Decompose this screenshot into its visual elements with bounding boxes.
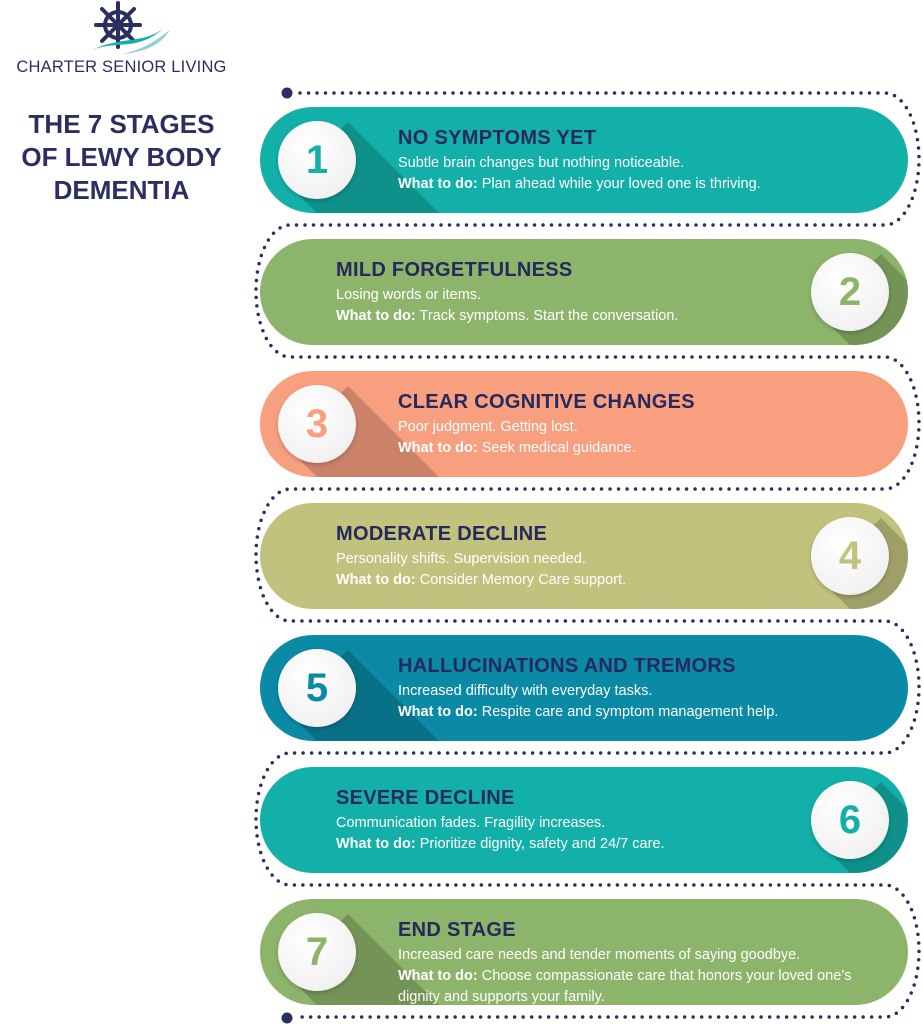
stage-heading: HALLUCINATIONS AND TREMORS xyxy=(398,655,736,677)
stage-action-text: Choose compassionate care that honors yo… xyxy=(398,968,852,1005)
stage-heading: NO SYMPTOMS YET xyxy=(398,127,597,149)
stage-action-text: Consider Memory Care support. xyxy=(419,572,627,588)
what-to-do-label: What to do: xyxy=(398,968,478,984)
stage-card-7: 7 END STAGE Increased care needs and tende… xyxy=(260,899,908,1005)
what-to-do-label: What to do: xyxy=(336,836,416,852)
stage-description: Increased care needs and tender moments … xyxy=(398,947,801,963)
stage-description: Increased difficulty with everyday tasks… xyxy=(398,683,653,699)
stage-text: SEVERE DECLINE Communication fades. Fragi… xyxy=(336,787,665,855)
stage-number-badge: 6 xyxy=(811,781,889,859)
stage-action-text: Plan ahead while your loved one is thriv… xyxy=(481,176,761,192)
stage-action-text: Prioritize dignity, safety and 24/7 care… xyxy=(419,836,665,852)
stage-text: MODERATE DECLINE Personality shifts. Supe… xyxy=(336,523,626,591)
what-to-do-label: What to do: xyxy=(336,572,416,588)
stage-action: What to do: Seek medical guidance. xyxy=(398,438,695,459)
ship-wheel-logo-icon xyxy=(92,1,170,54)
stage-number-badge: 4 xyxy=(811,517,889,595)
stage-description: Personality shifts. Supervision needed. xyxy=(336,551,586,567)
what-to-do-label: What to do: xyxy=(398,176,478,192)
stage-description: Losing words or items. xyxy=(336,287,482,303)
stage-heading: END STAGE xyxy=(398,919,516,941)
stage-heading: CLEAR COGNITIVE CHANGES xyxy=(398,391,695,413)
title-line: DEMENTIA xyxy=(53,175,190,205)
connector-end-dot xyxy=(281,87,293,99)
what-to-do-label: What to do: xyxy=(398,704,478,720)
stage-card-3: 3 CLEAR COGNITIVE CHANGES Poor judgment. G… xyxy=(260,371,908,477)
stage-card-1: 1 NO SYMPTOMS YET Subtle brain changes but… xyxy=(260,107,908,213)
stage-number-badge: 1 xyxy=(278,121,356,199)
stage-card-4: 4 MODERATE DECLINE Personality shifts. Sup… xyxy=(260,503,908,609)
stage-card-6: 6 SEVERE DECLINE Communication fades. Frag… xyxy=(260,767,908,873)
page-title: THE 7 STAGES OF LEWY BODY DEMENTIA xyxy=(0,108,243,207)
stage-heading: SEVERE DECLINE xyxy=(336,787,515,809)
stage-number-badge: 2 xyxy=(811,253,889,331)
stage-action: What to do: Choose compassionate care th… xyxy=(398,966,888,1005)
stage-action-text: Seek medical guidance. xyxy=(481,440,636,456)
stage-action-text: Respite care and symptom management help… xyxy=(481,704,779,720)
stage-text: NO SYMPTOMS YET Subtle brain changes but … xyxy=(398,127,761,195)
connector-end-dot xyxy=(281,1012,293,1024)
stage-action: What to do: Prioritize dignity, safety a… xyxy=(336,834,665,855)
stage-number-badge: 7 xyxy=(278,913,356,991)
what-to-do-label: What to do: xyxy=(398,440,478,456)
stage-card-5: 5 HALLUCINATIONS AND TREMORS Increased dif… xyxy=(260,635,908,741)
brand-name: CHARTER SENIOR LIVING xyxy=(16,58,227,76)
stage-description: Poor judgment. Getting lost. xyxy=(398,419,578,435)
brand-logo xyxy=(10,0,238,58)
stage-action: What to do: Track symptoms. Start the co… xyxy=(336,306,678,327)
stage-action: What to do: Respite care and symptom man… xyxy=(398,702,778,723)
stage-action-text: Track symptoms. Start the conversation. xyxy=(419,308,679,324)
stage-card-2: 2 MILD FORGETFULNESS Losing words or items… xyxy=(260,239,908,345)
stage-heading: MILD FORGETFULNESS xyxy=(336,259,573,281)
stage-text: MILD FORGETFULNESS Losing words or items.… xyxy=(336,259,678,327)
stage-description: Communication fades. Fragility increases… xyxy=(336,815,606,831)
stage-text: HALLUCINATIONS AND TREMORS Increased diff… xyxy=(398,655,778,723)
stage-description: Subtle brain changes but nothing noticea… xyxy=(398,155,685,171)
stage-heading: MODERATE DECLINE xyxy=(336,523,548,545)
stage-action: What to do: Consider Memory Care support… xyxy=(336,570,626,591)
title-line: OF LEWY BODY xyxy=(21,142,222,172)
dotted-line xyxy=(254,91,921,1019)
stage-number-badge: 3 xyxy=(278,385,356,463)
stage-text: CLEAR COGNITIVE CHANGES Poor judgment. Ge… xyxy=(398,391,695,459)
title-line: THE 7 STAGES xyxy=(28,109,215,139)
stage-action: What to do: Plan ahead while your loved … xyxy=(398,174,761,195)
what-to-do-label: What to do: xyxy=(336,308,416,324)
stage-text: END STAGE Increased care needs and tender… xyxy=(398,919,888,1005)
stage-number-badge: 5 xyxy=(278,649,356,727)
